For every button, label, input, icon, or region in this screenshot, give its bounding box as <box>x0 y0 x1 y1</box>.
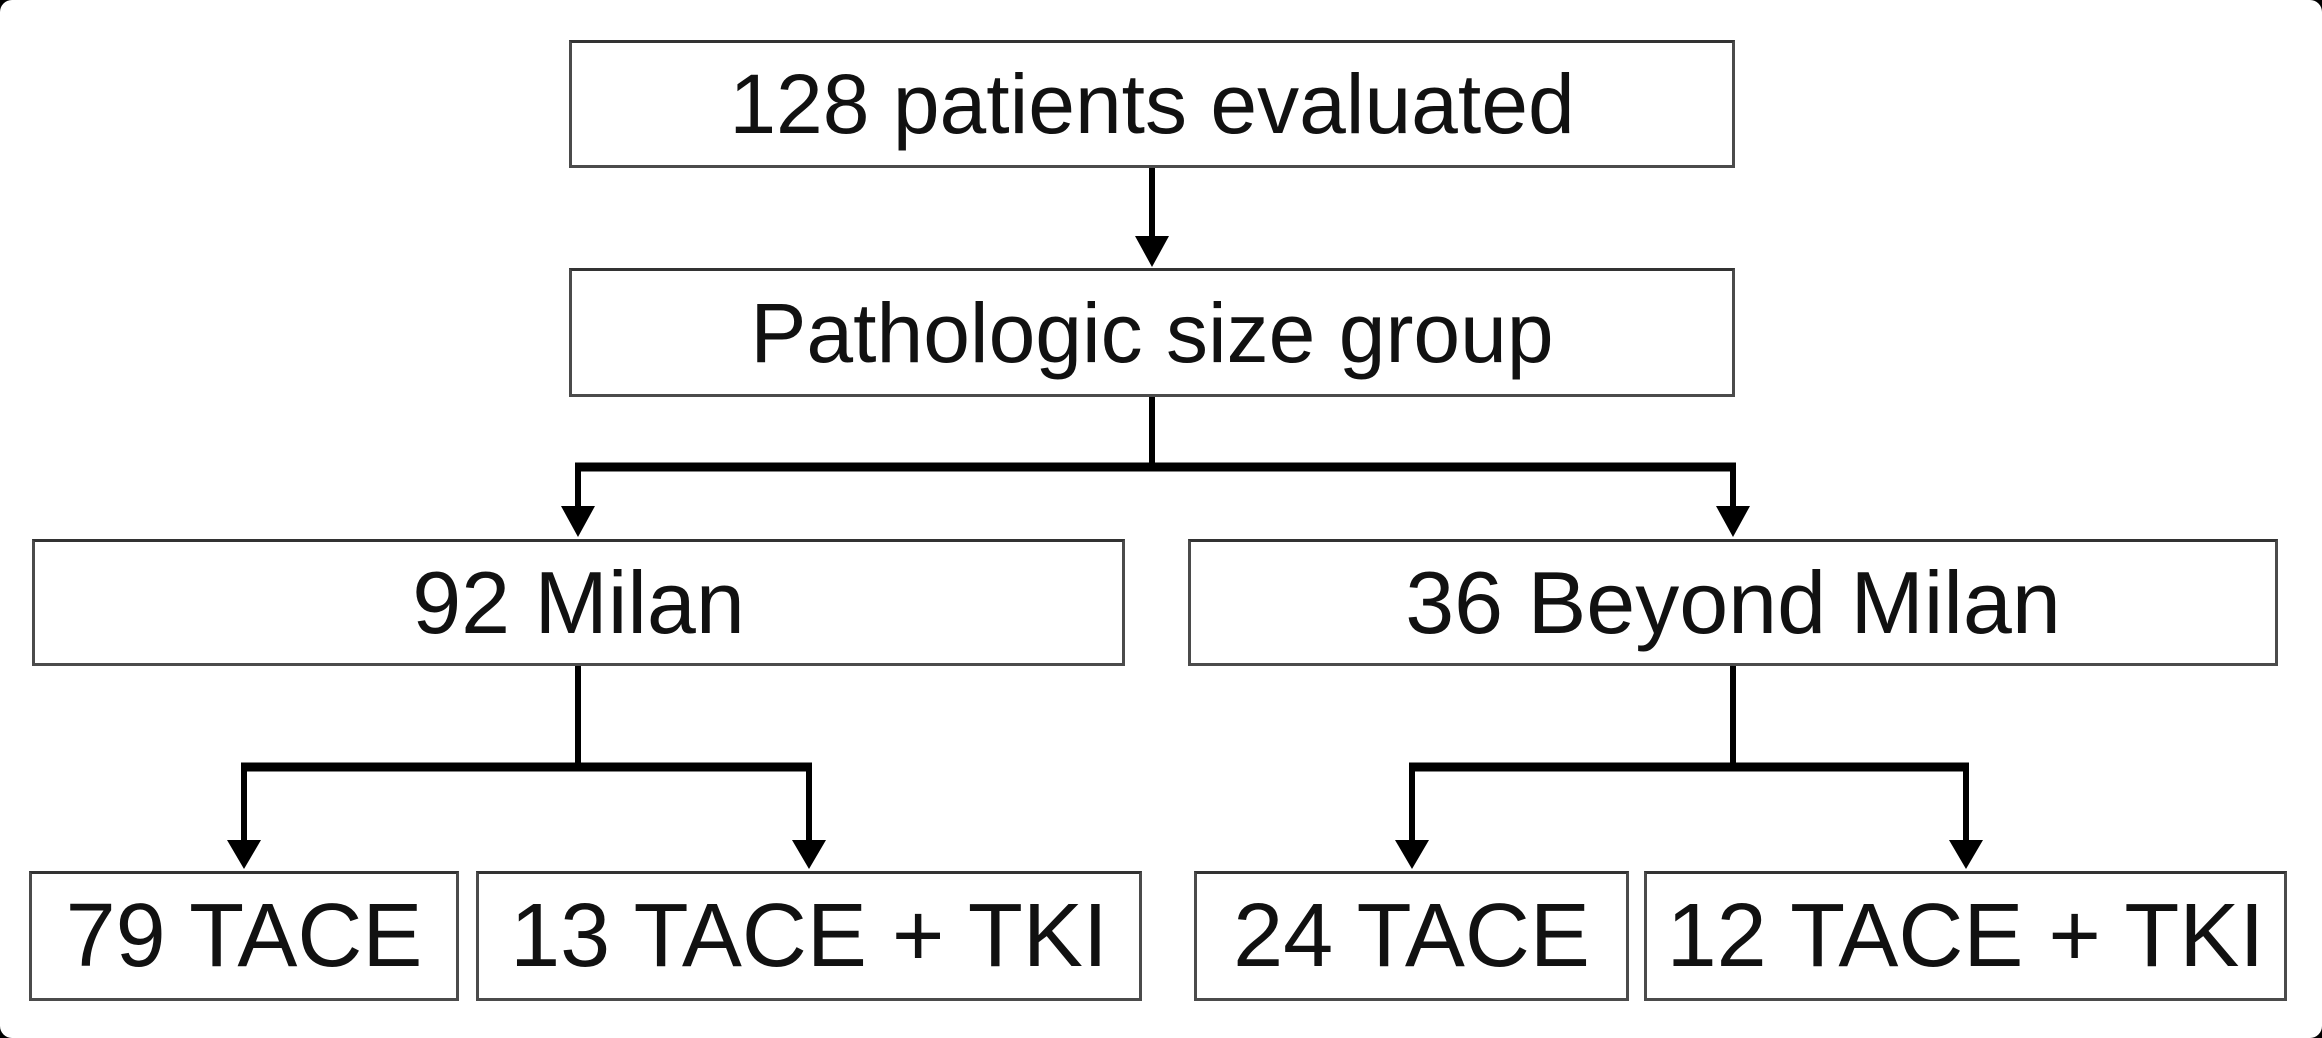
arrowhead-icon <box>1716 506 1750 537</box>
node-milan-tace-tki: 13 TACE + TKI <box>476 871 1142 1001</box>
node-pathologic-size-group: Pathologic size group <box>569 268 1735 397</box>
arrowhead-icon <box>1135 236 1169 267</box>
node-label: 24 TACE <box>1233 886 1590 986</box>
node-label: 128 patients evaluated <box>729 57 1575 151</box>
node-label: 92 Milan <box>412 552 745 652</box>
node-beyond-tace-tki: 12 TACE + TKI <box>1644 871 2287 1001</box>
node-milan: 92 Milan <box>32 539 1125 666</box>
node-label: 13 TACE + TKI <box>510 886 1108 986</box>
arrowhead-icon <box>792 840 826 869</box>
edge-beyond-milan-split <box>1395 666 1983 869</box>
node-patients-evaluated: 128 patients evaluated <box>569 40 1735 168</box>
edge-size-group-split <box>561 397 1750 537</box>
node-label: 12 TACE + TKI <box>1666 886 2265 986</box>
node-label: 79 TACE <box>65 886 423 986</box>
node-label: Pathologic size group <box>750 285 1554 380</box>
arrowhead-icon <box>227 840 261 869</box>
arrowhead-icon <box>1395 840 1429 869</box>
arrowhead-icon <box>561 506 595 537</box>
edge-milan-split <box>227 666 826 869</box>
arrowhead-icon <box>1949 840 1983 869</box>
node-milan-tace: 79 TACE <box>29 871 459 1001</box>
node-label: 36 Beyond Milan <box>1405 552 2061 652</box>
node-beyond-milan: 36 Beyond Milan <box>1188 539 2278 666</box>
edge-evaluated-to-size-group <box>1135 168 1169 267</box>
node-beyond-tace: 24 TACE <box>1194 871 1629 1001</box>
